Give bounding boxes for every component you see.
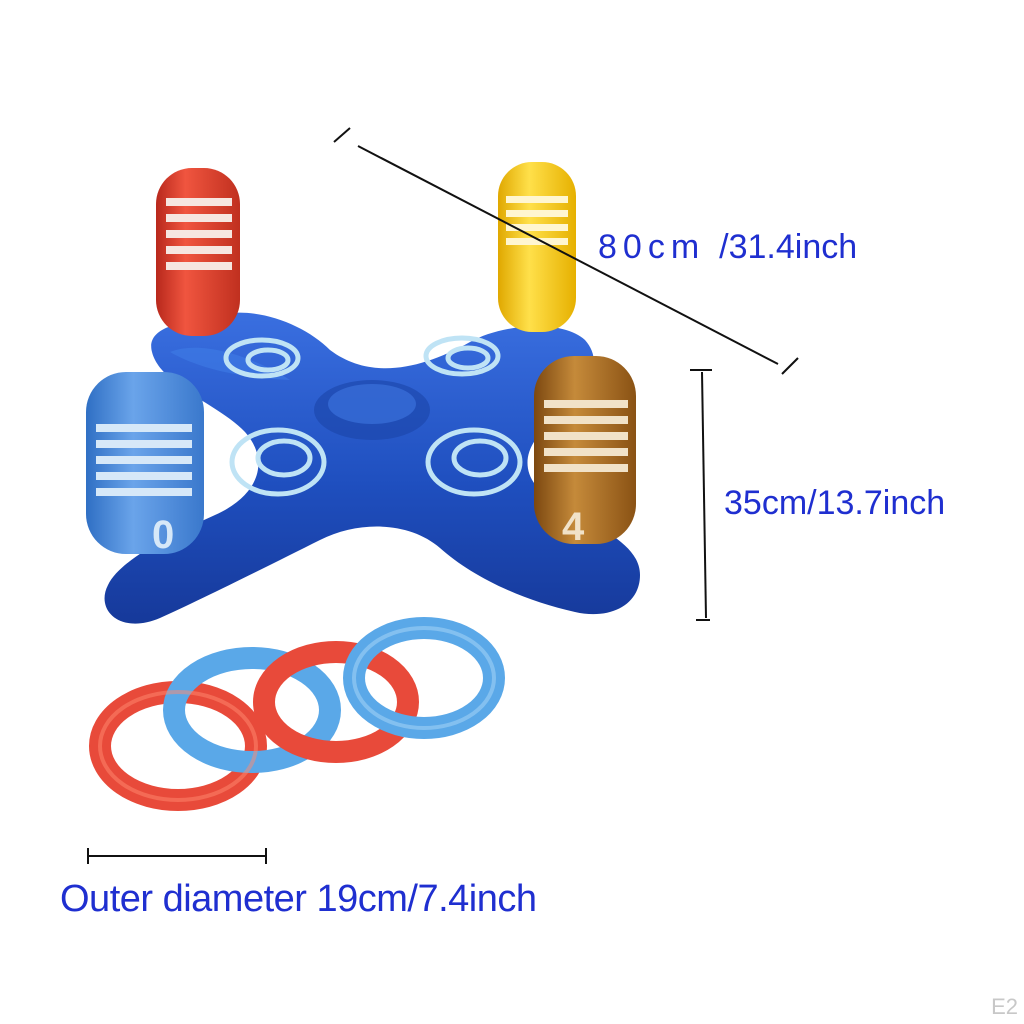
peg-number-0: 0	[152, 513, 174, 557]
length-cm: 80cm	[598, 228, 706, 266]
ring-red-2	[253, 641, 419, 763]
inflatable-base	[104, 312, 640, 624]
height-label: 35cm/13.7inch	[724, 484, 946, 522]
dimension-line-diameter	[87, 848, 267, 864]
dimension-line-length	[333, 127, 799, 375]
swirl-decoration	[223, 335, 523, 497]
peg-yellow	[498, 162, 576, 332]
peg-brown: 4	[534, 356, 636, 549]
peg-number-4: 4	[562, 505, 585, 549]
peg-red	[156, 168, 240, 336]
dimension-line-height	[690, 369, 712, 621]
peg-light-blue: 0	[86, 372, 204, 557]
watermark: E2	[991, 994, 1018, 1019]
toss-rings	[89, 617, 505, 811]
ring-diameter-label: Outer diameter 19cm/7.4inch	[60, 878, 537, 920]
length-label: 80cm/31.4inch	[598, 230, 857, 264]
length-inch: /31.4inch	[719, 228, 858, 266]
